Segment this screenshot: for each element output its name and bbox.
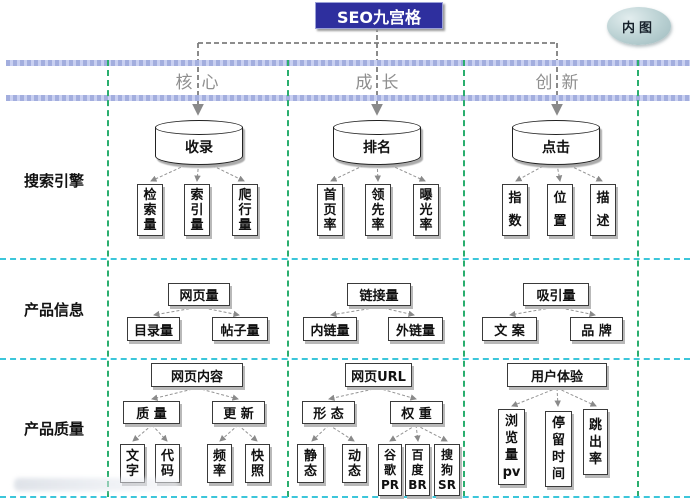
leaf-box: 静 态 — [297, 444, 324, 483]
metric-box: 索 引 量 — [184, 184, 210, 236]
metric-box: 检 索 量 — [137, 184, 163, 236]
cylinder-label: 排名 — [363, 140, 391, 156]
metric-box: 描 述 — [590, 184, 616, 236]
root-box: 网页URL — [345, 363, 412, 387]
child-box: 文 案 — [482, 317, 537, 341]
leaf-box: 跳 出 率 — [583, 409, 608, 475]
metric-box: 领 先 率 — [365, 184, 391, 236]
leaf-box: 动 态 — [342, 444, 367, 483]
leaf-box: 快 照 — [245, 444, 270, 483]
db-cylinder-indexing: 收录 — [155, 120, 243, 165]
metric-box: 指 数 — [502, 184, 528, 236]
cylinder-label: 收录 — [185, 140, 213, 156]
leaf-box: 搜 狗 SR — [434, 444, 460, 496]
cylinder-top — [333, 120, 421, 135]
grid-vline-1 — [107, 60, 109, 497]
ribbon-bottom — [6, 95, 690, 101]
leaf-box: 谷 歌 PR — [378, 444, 402, 496]
watermark — [14, 478, 179, 491]
column-header-innovation: 创新 — [535, 73, 588, 93]
root-box: 网页内容 — [151, 363, 243, 387]
grid-vline-4 — [637, 60, 639, 497]
child-box: 外链量 — [388, 317, 443, 341]
grid-vline-3 — [463, 60, 465, 497]
mid-box: 质 量 — [123, 401, 180, 424]
leaf-box: 浏 览 量 pv — [498, 409, 525, 485]
row-label-product-quality: 产品质量 — [23, 420, 84, 438]
grid-hline-2 — [0, 358, 690, 360]
db-cylinder-clicks: 点击 — [512, 120, 600, 165]
leaf-box: 代 码 — [155, 444, 180, 483]
cylinder-top — [512, 120, 600, 135]
child-box: 内链量 — [303, 317, 357, 341]
parent-box: 吸引量 — [523, 283, 589, 306]
column-header-core: 核心 — [175, 73, 228, 93]
parent-box: 链接量 — [347, 283, 411, 306]
leaf-box: 文 字 — [120, 444, 145, 483]
metric-box: 曝 光 率 — [413, 184, 439, 236]
cylinder-top — [155, 120, 243, 135]
parent-box: 网页量 — [168, 283, 230, 306]
corner-badge: 内图 — [607, 7, 671, 45]
row-label-product-info: 产品信息 — [23, 301, 84, 319]
metric-box: 爬 行 量 — [232, 184, 258, 236]
leaf-box: 百 度 BR — [405, 444, 430, 496]
mid-box: 权 重 — [390, 401, 443, 424]
column-header-growth: 成长 — [355, 73, 408, 93]
metric-box: 位 置 — [547, 184, 573, 236]
grid-vline-2 — [287, 60, 289, 497]
grid-hline-3 — [0, 496, 690, 498]
leaf-box: 频 率 — [207, 444, 232, 483]
child-box: 目录量 — [127, 317, 180, 341]
child-box: 品 牌 — [570, 317, 623, 341]
root-box: 用户体验 — [507, 363, 607, 387]
metric-box: 首 页 率 — [317, 184, 343, 236]
leaf-box: 停 留 时 间 — [545, 411, 572, 487]
cylinder-label: 点击 — [542, 140, 570, 156]
diagram-title: SEO九宫格 — [315, 2, 443, 29]
mid-box: 形 态 — [302, 401, 355, 424]
child-box: 帖子量 — [212, 317, 268, 341]
grid-hline-1 — [0, 258, 690, 260]
db-cylinder-ranking: 排名 — [333, 120, 421, 165]
mid-box: 更 新 — [212, 401, 265, 424]
ribbon-top — [6, 60, 690, 66]
row-label-search-engine: 搜索引擎 — [23, 172, 84, 190]
